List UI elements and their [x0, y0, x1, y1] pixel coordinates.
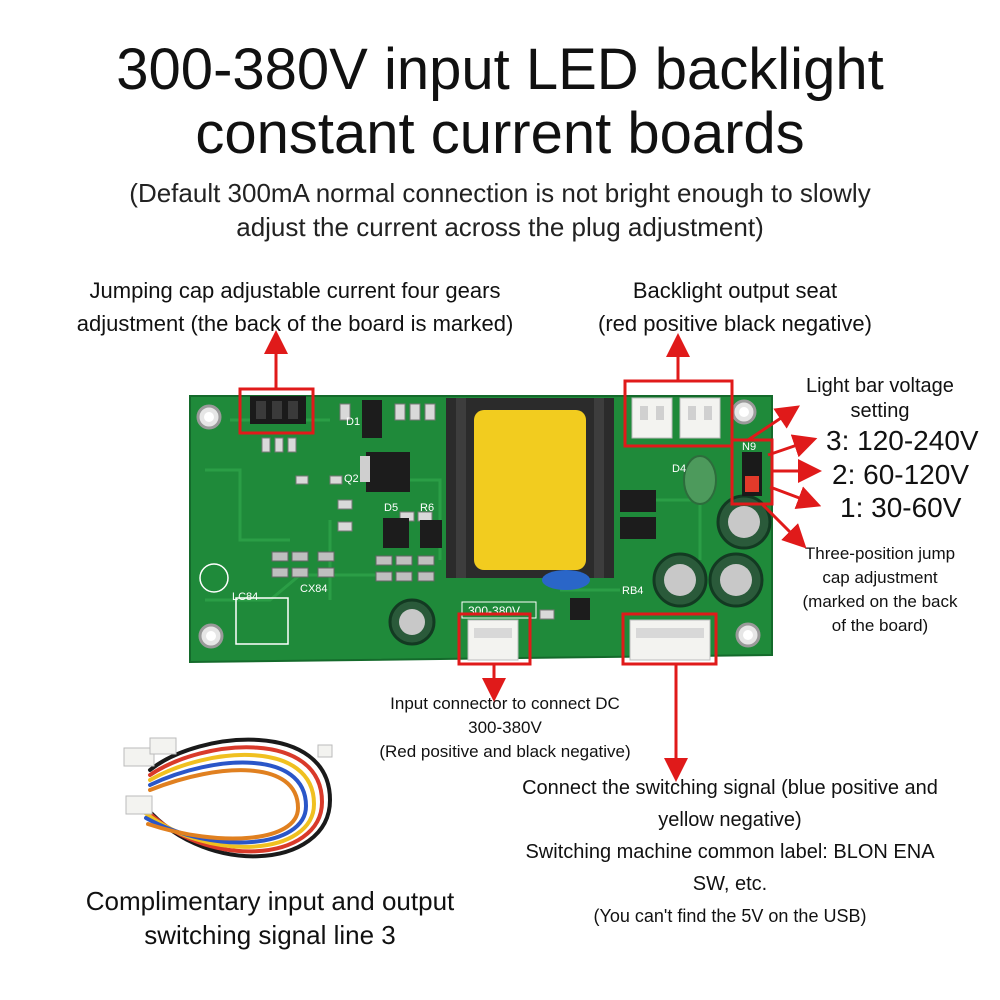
- transformer: [446, 398, 614, 578]
- three-position-line-3: (marked on the back: [802, 592, 958, 611]
- subtitle-line-2: adjust the current across the plug adjus…: [236, 212, 764, 242]
- input-connector-line-2: 300-380V: [468, 718, 542, 737]
- gear-3-label: 3: 120-240V: [826, 425, 979, 456]
- silk-d5: D5: [384, 502, 398, 514]
- cable-caption-line-2: switching signal line 3: [144, 920, 396, 950]
- input-connector-line-3: (Red positive and black negative): [379, 742, 631, 761]
- switching-signal-connector: [629, 619, 711, 661]
- light-bar-voltage-line-1: Light bar voltage: [806, 375, 954, 397]
- current-jumper-header: [250, 396, 306, 424]
- backlight-output-connectors: [631, 397, 721, 439]
- silk-d1: D1: [346, 416, 360, 428]
- silk-input-voltage: 300-380V: [468, 604, 520, 618]
- voltage-jumper: [742, 452, 762, 496]
- page-title: 300-380V input LED backlight constant cu…: [0, 38, 1000, 166]
- light-bar-voltage-line-2: setting: [850, 400, 910, 422]
- switching-signal-line-3: Switching machine common label: BLON ENA: [525, 841, 935, 863]
- backlight-output-callout: Backlight output seat (red positive blac…: [560, 274, 910, 340]
- silk-r6: R6: [420, 502, 434, 514]
- switching-signal-callout: Connect the switching signal (blue posit…: [480, 772, 980, 932]
- title-line-2: constant current boards: [195, 101, 805, 166]
- switching-signal-line-5: (You can't find the 5V on the USB): [593, 906, 867, 926]
- mounting-holes: [196, 399, 761, 649]
- page-subtitle: (Default 300mA normal connection is not …: [60, 176, 940, 244]
- three-position-callout: Three-position jump cap adjustment (mark…: [780, 542, 980, 638]
- cable-plugs: [123, 737, 333, 815]
- silk-cx84: CX84: [300, 583, 328, 595]
- highlight-boxes: [238, 379, 774, 666]
- switching-signal-line-1: Connect the switching signal (blue posit…: [522, 777, 938, 799]
- jumper-callout: Jumping cap adjustable current four gear…: [30, 274, 560, 340]
- gear-1-label: 1: 30-60V: [840, 492, 962, 523]
- silk-rb4: RB4: [622, 585, 643, 597]
- pcb-board: Q2 D5 R6 D1 D4 N9 LC84 CX84 RB4 300-380V: [189, 395, 773, 664]
- title-line-1: 300-380V input LED backlight: [116, 37, 884, 102]
- backlight-output-line-1: Backlight output seat: [632, 278, 838, 303]
- silk-q2: Q2: [344, 473, 359, 485]
- input-connector-callout: Input connector to connect DC 300-380V (…: [330, 692, 680, 764]
- callout-arrows: [264, 330, 822, 782]
- switching-signal-line-2: yellow negative): [658, 809, 802, 831]
- silk-d4: D4: [672, 463, 686, 475]
- input-connector: [467, 619, 519, 661]
- light-bar-voltage-callout: Light bar voltage setting: [780, 374, 980, 424]
- three-position-line-4: of the board): [831, 616, 929, 635]
- three-position-line-2: cap adjustment: [822, 568, 938, 587]
- jumper-callout-line-1: Jumping cap adjustable current four gear…: [89, 278, 501, 303]
- three-position-line-1: Three-position jump: [804, 544, 956, 563]
- cable-caption: Complimentary input and output switching…: [30, 884, 510, 952]
- backlight-output-line-2: (red positive black negative): [598, 311, 872, 336]
- subtitle-line-1: (Default 300mA normal connection is not …: [129, 178, 871, 208]
- silk-lc84: LC84: [232, 591, 258, 603]
- jumper-callout-line-2: adjustment (the back of the board is mar…: [76, 311, 514, 336]
- switching-signal-line-4: SW, etc.: [692, 873, 768, 895]
- silk-cn9: N9: [742, 441, 756, 453]
- cable-illustration: [138, 737, 333, 859]
- gear-2-label: 2: 60-120V: [832, 459, 969, 490]
- cable-caption-line-1: Complimentary input and output: [85, 886, 455, 916]
- electrolytic-capacitors: [388, 494, 772, 646]
- input-connector-line-1: Input connector to connect DC: [390, 694, 620, 713]
